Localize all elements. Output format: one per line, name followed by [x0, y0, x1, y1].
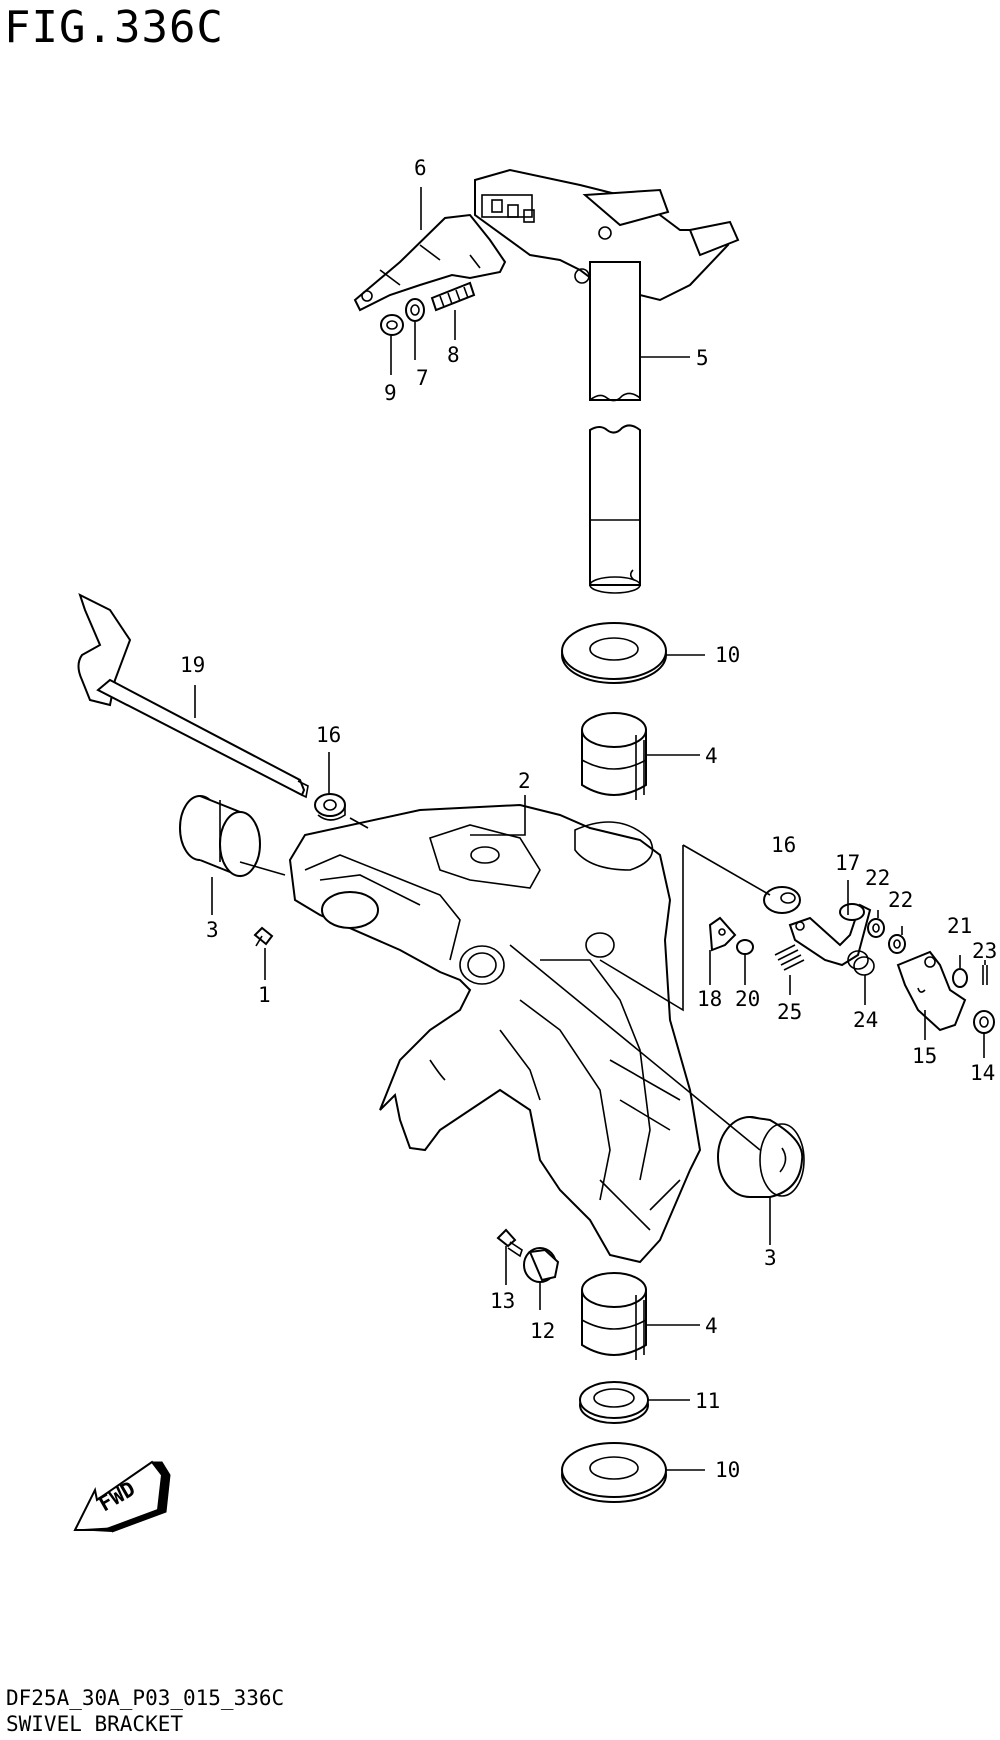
callout-5: 5 — [696, 346, 709, 370]
callout-20: 20 — [735, 987, 760, 1011]
callout-9: 9 — [384, 381, 397, 405]
part-1-grease-nipple — [253, 926, 274, 947]
part-10-thrust-washer-lower — [561, 1442, 667, 1503]
callout-12: 12 — [530, 1319, 555, 1343]
part-12-block — [523, 1247, 560, 1283]
callout-4-upper: 4 — [705, 744, 718, 768]
callout-2: 2 — [518, 769, 531, 793]
callout-6: 6 — [414, 156, 427, 180]
callout-14: 14 — [970, 1061, 995, 1085]
callout-15: 15 — [912, 1044, 937, 1068]
callout-22-b: 22 — [888, 888, 913, 912]
callout-3-right: 3 — [764, 1246, 777, 1270]
part-11-ring — [579, 1381, 649, 1424]
callout-labels: 6 9 7 8 5 10 4 19 16 2 3 1 16 17 22 22 2… — [180, 156, 997, 1482]
callout-19: 19 — [180, 653, 205, 677]
callout-21: 21 — [947, 914, 972, 938]
part-22-washer-b — [888, 934, 906, 954]
part-5-steering-head — [474, 168, 740, 302]
callout-17: 17 — [835, 851, 860, 875]
callout-7: 7 — [416, 366, 429, 390]
callout-3-left: 3 — [206, 918, 219, 942]
leader-lines — [194, 187, 986, 1471]
part-18-plate — [708, 916, 737, 952]
part-16-bushing-right — [763, 886, 801, 914]
callout-4-lower: 4 — [705, 1314, 718, 1338]
part-9-nut — [380, 314, 404, 336]
callout-11: 11 — [695, 1389, 720, 1413]
part-6-clamp-bracket — [353, 213, 507, 312]
callout-22-a: 22 — [865, 866, 890, 890]
figure-title: FIG.336C — [4, 2, 224, 53]
part-13-bolt — [496, 1228, 523, 1258]
part-4-bushing-lower — [581, 1272, 647, 1360]
part-19-tilt-rod — [77, 593, 309, 799]
callout-16-right: 16 — [771, 833, 796, 857]
part-22-washer-a — [867, 918, 885, 938]
callout-10-upper: 10 — [715, 643, 740, 667]
callout-13: 13 — [490, 1289, 515, 1313]
part-3-bushing-right — [717, 1116, 805, 1198]
part-5-steering-shaft — [589, 261, 641, 594]
callout-8: 8 — [447, 343, 460, 367]
part-24-spring — [847, 950, 875, 976]
callout-10-lower: 10 — [715, 1458, 740, 1482]
callout-16-left: 16 — [316, 723, 341, 747]
callout-23: 23 — [972, 939, 997, 963]
part-4-bushing-upper — [581, 712, 647, 800]
part-25-spring — [774, 944, 805, 971]
callout-18: 18 — [697, 987, 722, 1011]
part-14-nut — [973, 1010, 995, 1034]
callout-25: 25 — [777, 1000, 802, 1024]
figure-name: SWIVEL BRACKET — [6, 1712, 184, 1736]
part-8-stud-bolt — [430, 281, 476, 312]
part-23-pin — [982, 965, 988, 985]
callout-1: 1 — [258, 983, 271, 1007]
callout-24: 24 — [853, 1008, 878, 1032]
part-15-stopper-plate — [896, 950, 967, 1032]
figure-code: DF25A_30A_P03_015_336C — [6, 1686, 285, 1710]
part-20-screw — [736, 939, 754, 960]
part-21-washer — [952, 968, 968, 988]
part-16-bushing-left — [314, 793, 346, 821]
part-17-tilt-lever — [788, 903, 872, 967]
part-3-bushing-left — [179, 795, 261, 878]
part-10-thrust-washer-upper — [561, 622, 667, 684]
fwd-arrow-icon: FWD — [73, 1460, 171, 1533]
part-7-washer — [405, 298, 425, 322]
part-2-swivel-bracket — [288, 803, 702, 1264]
